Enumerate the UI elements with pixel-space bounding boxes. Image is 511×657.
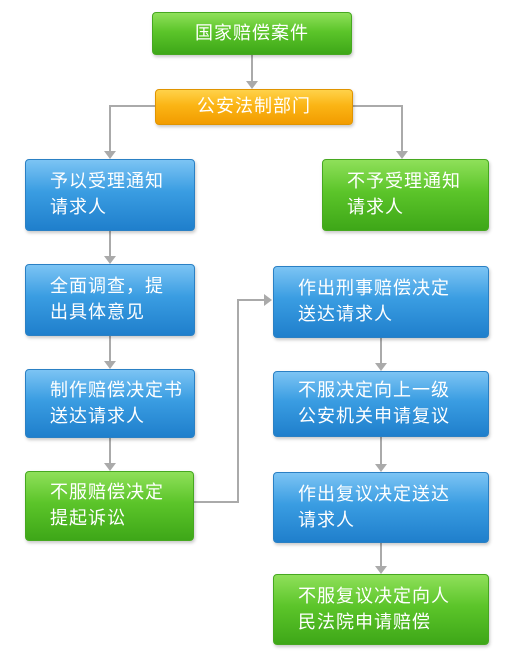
node-file-lawsuit: 不服赔偿决定 提起诉讼	[25, 471, 194, 541]
node-reject-notice: 不予受理通知 请求人	[322, 159, 489, 231]
node-police-legal-dept-text: 公安法制部门	[197, 96, 311, 117]
node-investigate-text: 全面调查，提 出具体意见	[50, 276, 164, 323]
node-investigate: 全面调查，提 出具体意见	[25, 264, 195, 336]
node-review-decision-text: 作出复议决定送达 请求人	[298, 483, 450, 531]
arrow-sue-to-criminal	[194, 299, 265, 503]
node-decision-document-text: 制作赔偿决定书 送达请求人	[50, 379, 183, 427]
node-court-application-text: 不服复议决定向人 民法院申请赔偿	[298, 585, 450, 633]
node-decision-document: 制作赔偿决定书 送达请求人	[25, 369, 195, 438]
arrowhead-investigate	[104, 256, 116, 264]
arrow-police-to-accept	[109, 105, 155, 152]
arrowhead-criminal	[264, 294, 272, 306]
node-appeal-review-text: 不服决定向上一级 公安机关申请复议	[298, 380, 450, 427]
node-criminal-compensation-decision-text: 作出刑事赔偿决定 送达请求人	[298, 278, 450, 325]
node-criminal-compensation-decision: 作出刑事赔偿决定 送达请求人	[273, 266, 489, 338]
node-accept-notice: 予以受理通知 请求人	[25, 159, 195, 231]
node-police-legal-dept: 公安法制部门	[155, 89, 353, 125]
node-accept-notice-text: 予以受理通知 请求人	[50, 171, 164, 218]
arrowhead-accept	[104, 151, 116, 159]
node-review-decision: 作出复议决定送达 请求人	[273, 472, 489, 543]
arrowhead-decision	[104, 361, 116, 369]
node-file-lawsuit-text: 不服赔偿决定 提起诉讼	[50, 482, 164, 529]
node-court-application: 不服复议决定向人 民法院申请赔偿	[273, 574, 489, 645]
arrowhead-police	[246, 81, 258, 89]
arrowhead-reject	[396, 151, 408, 159]
node-case: 国家赔偿案件	[152, 12, 352, 55]
arrowhead-sue	[104, 463, 116, 471]
node-appeal-review: 不服决定向上一级 公安机关申请复议	[273, 371, 489, 437]
node-reject-notice-text: 不予受理通知 请求人	[347, 171, 461, 218]
arrowhead-appeal	[375, 363, 387, 371]
arrow-police-to-reject	[353, 105, 403, 152]
arrowhead-court	[375, 566, 387, 574]
arrowhead-review	[375, 464, 387, 472]
node-case-text: 国家赔偿案件	[195, 22, 309, 44]
